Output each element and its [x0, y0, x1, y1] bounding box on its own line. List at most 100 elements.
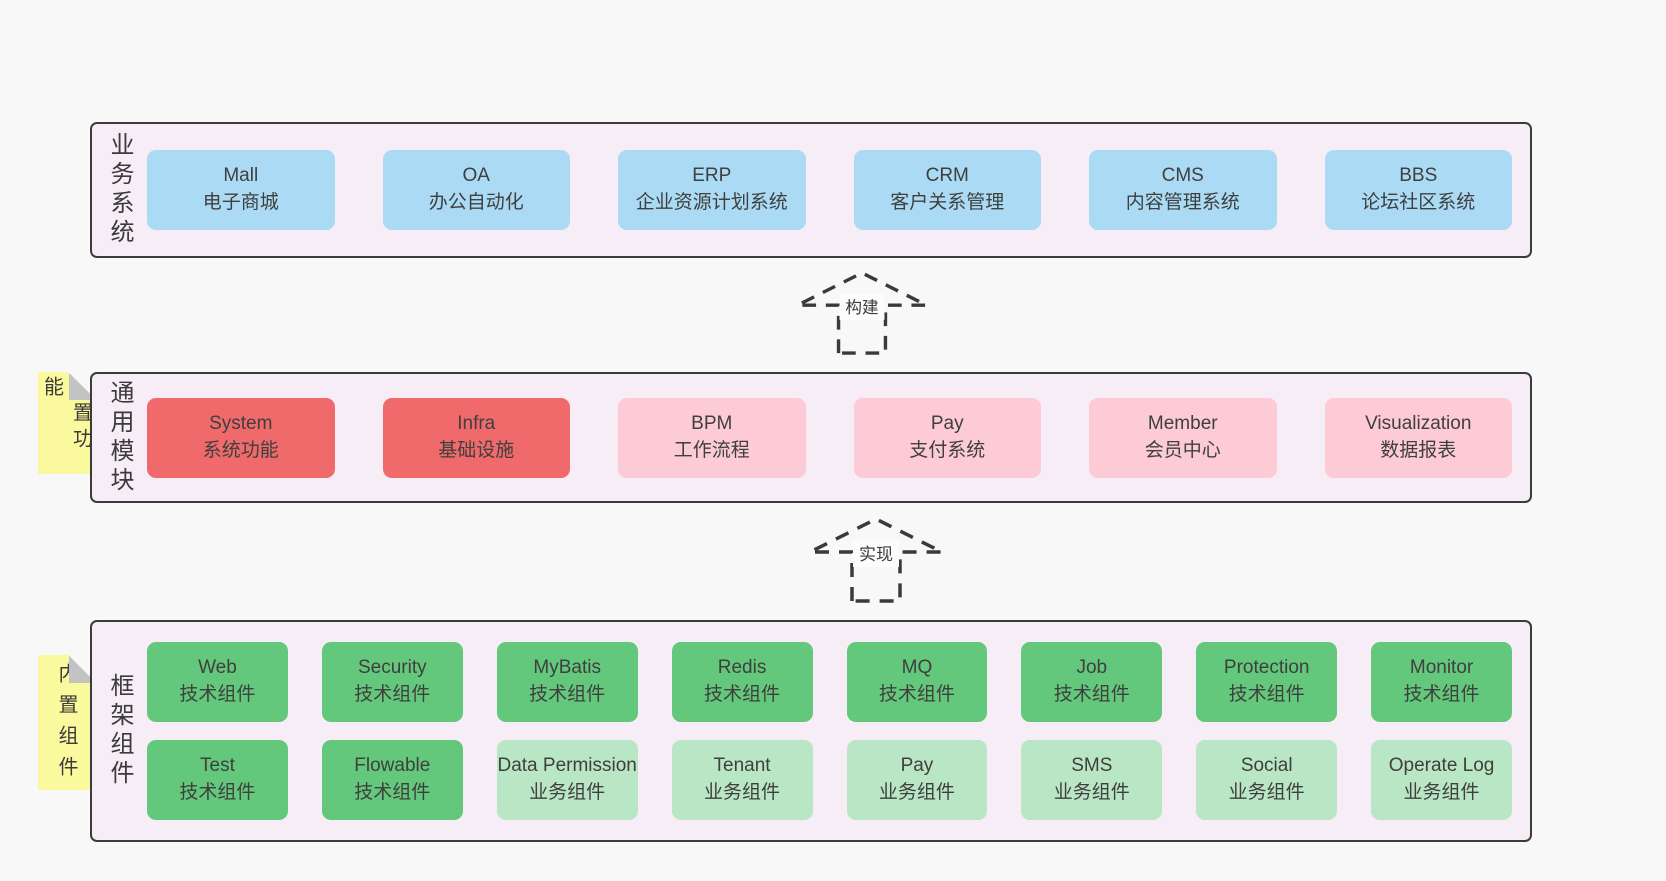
- box-bbs: BBS 论坛社区系统: [1324, 150, 1512, 230]
- box-mybatis-name: MyBatis: [533, 657, 601, 679]
- box-mall-name: Mall: [223, 165, 259, 187]
- box-operate-log-desc: 业务组件: [1403, 782, 1480, 803]
- box-system: System 系统功能: [147, 397, 335, 478]
- box-sms: SMS 业务组件: [1021, 740, 1163, 820]
- box-bbs-desc: 论坛社区系统: [1361, 192, 1476, 213]
- box-operate-log: Operate Log 业务组件: [1371, 740, 1512, 820]
- arrow-build: 构建: [792, 270, 932, 356]
- box-erp-desc: 企业资源计划系统: [635, 192, 788, 213]
- box-mybatis: MyBatis 技术组件: [496, 642, 638, 722]
- arrow-implement-label: 实现: [859, 545, 893, 564]
- box-mq-name: MQ: [901, 657, 933, 679]
- layer-common-modules: 通用模块 System 系统功能 Infra 基础设施 BPM 工作流程 Pay…: [90, 372, 1532, 503]
- box-pay-component-desc: 业务组件: [878, 782, 955, 803]
- box-flowable-name: Flowable: [354, 755, 431, 777]
- box-sms-name: SMS: [1071, 755, 1113, 777]
- box-redis-name: Redis: [717, 657, 767, 679]
- layer-common-modules-label: 通用模块: [106, 379, 133, 496]
- box-mybatis-desc: 技术组件: [529, 684, 606, 705]
- box-cms: CMS 内容管理系统: [1089, 150, 1277, 230]
- box-pay-module-desc: 支付系统: [909, 439, 986, 461]
- box-oa-desc: 办公自动化: [428, 192, 524, 213]
- arrow-implement: 实现: [806, 514, 946, 606]
- framework-components-row-2: Test 技术组件 Flowable 技术组件 Data Permission …: [147, 740, 1512, 820]
- box-infra: Infra 基础设施: [382, 397, 570, 478]
- box-oa-name: OA: [462, 165, 490, 187]
- box-bpm-name: BPM: [691, 412, 733, 434]
- box-infra-desc: 基础设施: [438, 439, 515, 461]
- box-social-name: Social: [1240, 755, 1293, 777]
- box-redis: Redis 技术组件: [671, 642, 813, 722]
- box-cms-name: CMS: [1161, 165, 1204, 187]
- box-monitor-desc: 技术组件: [1403, 684, 1480, 705]
- box-bbs-name: BBS: [1399, 165, 1438, 187]
- box-sms-desc: 业务组件: [1053, 782, 1130, 803]
- box-cms-desc: 内容管理系统: [1125, 192, 1240, 213]
- box-test-name: Test: [200, 755, 235, 777]
- box-visualization: Visualization 数据报表: [1324, 397, 1512, 478]
- box-security-name: Security: [357, 657, 427, 679]
- box-test: Test 技术组件: [147, 740, 288, 820]
- box-mq-desc: 技术组件: [878, 684, 955, 705]
- box-visualization-name: Visualization: [1365, 412, 1472, 434]
- box-protection-desc: 技术组件: [1228, 684, 1305, 705]
- sticky-note-builtin-components-label: 内置组件: [55, 662, 77, 787]
- layer-business-systems-label: 业务系统: [106, 132, 133, 248]
- box-data-permission-name: Data Permission: [497, 755, 637, 777]
- box-pay-component: Pay 业务组件: [846, 740, 988, 820]
- box-data-permission-desc: 业务组件: [529, 782, 606, 803]
- framework-components-rows: Web 技术组件 Security 技术组件 MyBatis 技术组件 Redi…: [147, 622, 1530, 840]
- box-mall-desc: 电子商城: [202, 192, 279, 213]
- box-protection: Protection 技术组件: [1196, 642, 1338, 722]
- box-monitor-name: Monitor: [1409, 657, 1474, 679]
- sticky-note-builtin-components: 内置组件: [38, 655, 95, 790]
- box-job-desc: 技术组件: [1053, 684, 1130, 705]
- layer-framework-components: 框架组件 Web 技术组件 Security 技术组件 MyBatis 技术组件…: [90, 620, 1532, 842]
- framework-components-row-1: Web 技术组件 Security 技术组件 MyBatis 技术组件 Redi…: [147, 642, 1512, 722]
- box-flowable-desc: 技术组件: [354, 782, 431, 803]
- box-redis-desc: 技术组件: [704, 684, 781, 705]
- box-bpm-desc: 工作流程: [673, 439, 750, 461]
- business-systems-box-row: Mall 电子商城 OA 办公自动化 ERP 企业资源计划系统 CRM 客户关系…: [147, 124, 1530, 256]
- box-monitor: Monitor 技术组件: [1371, 642, 1512, 722]
- common-modules-box-row: System 系统功能 Infra 基础设施 BPM 工作流程 Pay 支付系统…: [147, 374, 1530, 501]
- layer-framework-components-label: 框架组件: [106, 673, 133, 789]
- box-web-desc: 技术组件: [179, 684, 256, 705]
- box-infra-name: Infra: [457, 412, 496, 434]
- box-bpm: BPM 工作流程: [618, 397, 806, 478]
- box-mall: Mall 电子商城: [147, 150, 335, 230]
- box-job: Job 技术组件: [1021, 642, 1163, 722]
- box-oa: OA 办公自动化: [382, 150, 570, 230]
- box-crm: CRM 客户关系管理: [853, 150, 1041, 230]
- box-web-name: Web: [198, 657, 237, 679]
- box-tenant-name: Tenant: [713, 755, 771, 777]
- box-flowable: Flowable 技术组件: [321, 740, 463, 820]
- arrow-build-label: 构建: [845, 298, 878, 317]
- box-social: Social 业务组件: [1196, 740, 1338, 820]
- box-erp: ERP 企业资源计划系统: [618, 150, 806, 230]
- box-system-desc: 系统功能: [202, 439, 279, 461]
- box-social-desc: 业务组件: [1228, 782, 1305, 803]
- box-crm-desc: 客户关系管理: [890, 192, 1005, 213]
- box-pay-module-name: Pay: [930, 412, 964, 434]
- box-test-desc: 技术组件: [179, 782, 256, 803]
- sticky-note-builtin-features: 内置功能: [38, 372, 95, 474]
- box-erp-name: ERP: [692, 165, 732, 187]
- box-data-permission: Data Permission 业务组件: [496, 740, 638, 820]
- box-member: Member 会员中心: [1089, 397, 1277, 478]
- box-tenant: Tenant 业务组件: [671, 740, 813, 820]
- box-security: Security 技术组件: [321, 642, 463, 722]
- box-visualization-desc: 数据报表: [1380, 439, 1457, 461]
- up-arrow-dashed-icon: 实现: [809, 517, 943, 603]
- layer-business-systems: 业务系统 Mall 电子商城 OA 办公自动化 ERP 企业资源计划系统 CRM…: [90, 122, 1532, 258]
- box-member-desc: 会员中心: [1144, 439, 1221, 461]
- box-security-desc: 技术组件: [354, 684, 431, 705]
- box-protection-name: Protection: [1223, 657, 1310, 679]
- up-arrow-dashed-icon: 构建: [796, 271, 928, 355]
- box-tenant-desc: 业务组件: [704, 782, 781, 803]
- box-mq: MQ 技术组件: [846, 642, 988, 722]
- box-crm-name: CRM: [925, 165, 969, 187]
- box-job-name: Job: [1076, 657, 1108, 679]
- box-system-name: System: [209, 412, 273, 434]
